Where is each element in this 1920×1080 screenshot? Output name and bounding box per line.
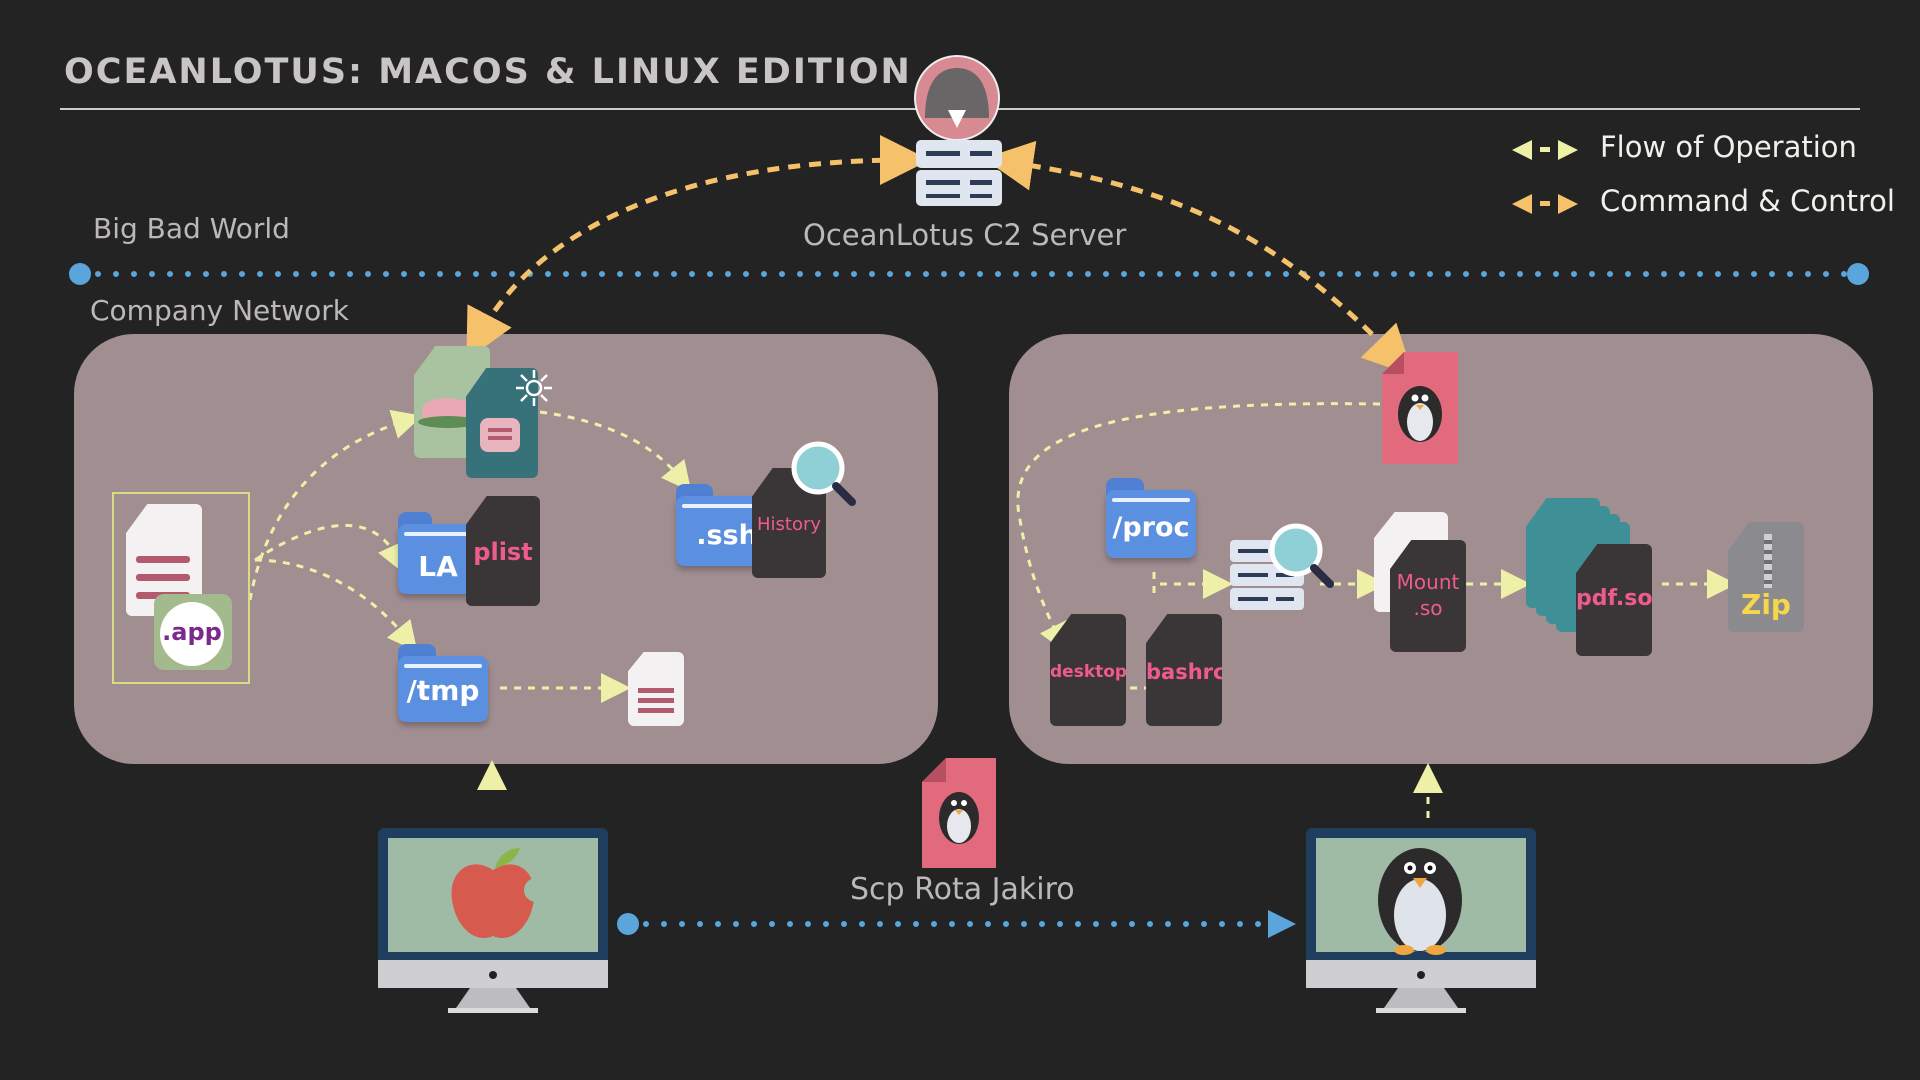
bashrc-file-icon: bashrc xyxy=(1146,614,1222,726)
desktop-file-label: desktop xyxy=(1050,662,1128,682)
c2-link-mac xyxy=(466,135,930,361)
proc-folder-label: /proc xyxy=(1112,512,1190,543)
zip-archive-label: Zip xyxy=(1741,588,1791,621)
plist-file-label: plist xyxy=(473,538,533,566)
history-file-label: History xyxy=(756,514,822,535)
app-bundle-selection xyxy=(112,492,250,684)
app-badge-circle xyxy=(160,602,224,666)
dropped-file-icon xyxy=(628,652,684,726)
c2-server-icon xyxy=(914,55,1002,206)
legend-c2-label: Command & Control xyxy=(1600,184,1895,218)
app-badge-label: .app xyxy=(162,618,222,646)
proc-folder-icon: /proc xyxy=(1106,478,1196,558)
zip-archive-icon: Zip xyxy=(1728,522,1804,632)
ssh-folder-label: .ssh xyxy=(696,520,758,551)
legend-c2-arrow-icon xyxy=(1512,194,1578,214)
linux-implant-icon xyxy=(1382,352,1458,464)
lateral-tool-label: Scp Rota Jakiro xyxy=(850,872,1075,907)
lateral-movement-line xyxy=(617,910,1296,938)
network-boundary-line xyxy=(69,263,1869,285)
linux-host-icon xyxy=(1306,828,1536,1013)
legend-markers xyxy=(1512,140,1578,214)
outside-zone-label: Big Bad World xyxy=(93,212,290,245)
desktop-file-icon: desktop xyxy=(1050,614,1126,726)
mount-so-label-line1: Mount xyxy=(1396,570,1460,594)
gear-icon xyxy=(516,370,552,406)
plist-file-icon: plist xyxy=(466,496,540,606)
tmp-folder-label: /tmp xyxy=(406,674,480,707)
c2-link-linux xyxy=(983,140,1414,376)
page-title: OCEANLOTUS: MACOS & LINUX EDITION xyxy=(64,52,912,92)
bashrc-file-label: bashrc xyxy=(1146,660,1226,684)
ssh-folder-icon: .ssh xyxy=(676,484,764,566)
launch-agents-folder-label: LA xyxy=(418,550,458,583)
pdf-so-file-label: pdf.so xyxy=(1576,586,1653,611)
tmp-folder-icon: /tmp xyxy=(398,644,488,722)
pdf-so-file-icon: pdf.so xyxy=(1576,544,1652,656)
inside-zone-label: Company Network xyxy=(90,294,350,327)
macos-host-icon xyxy=(378,828,608,1013)
mount-so-label-line2: .so xyxy=(1413,596,1443,620)
process-scan-icon xyxy=(1230,523,1334,610)
search-icon xyxy=(791,441,856,506)
history-file-icon: History xyxy=(752,468,826,578)
mount-so-file-icon: Mount .so xyxy=(1390,540,1466,652)
launch-agents-folder-icon: LA xyxy=(398,512,478,594)
legend-flow-arrow-icon xyxy=(1512,140,1578,160)
rota-jakiro-payload-icon xyxy=(922,758,996,868)
legend-flow-label: Flow of Operation xyxy=(1600,130,1857,164)
